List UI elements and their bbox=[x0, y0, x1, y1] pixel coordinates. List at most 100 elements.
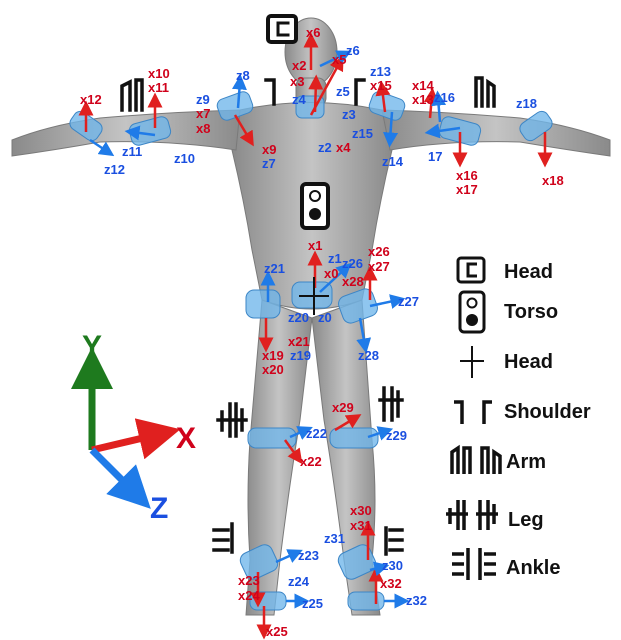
label-z15: z15 bbox=[352, 126, 373, 141]
legend-label-ankle: Ankle bbox=[506, 557, 560, 579]
label-z12: z12 bbox=[104, 162, 125, 177]
label-x23: x23 bbox=[238, 573, 260, 588]
legend-label-head: Head bbox=[504, 261, 553, 283]
label-z20: z20 bbox=[288, 310, 309, 325]
label-z31: z31 bbox=[324, 531, 345, 546]
label-z24: z24 bbox=[288, 574, 310, 589]
label-x22: x22 bbox=[300, 454, 322, 469]
label-x20: x20 bbox=[262, 362, 284, 377]
legend-item-head-cross: Head bbox=[460, 346, 553, 378]
label-x10: x10 bbox=[148, 66, 170, 81]
label-x8: x8 bbox=[196, 121, 210, 136]
joint-hip-left-cylinder bbox=[246, 290, 280, 318]
label-z2: z2 bbox=[318, 140, 332, 155]
world-x-axis-arrow bbox=[92, 434, 160, 450]
label-z22: z22 bbox=[306, 426, 327, 441]
label-x11: x11 bbox=[148, 80, 169, 95]
arm-icon-left bbox=[122, 80, 142, 110]
ankle-icon bbox=[452, 548, 496, 580]
label-z4: z4 bbox=[292, 92, 307, 107]
label-z27: z27 bbox=[398, 294, 419, 309]
label-x4: x4 bbox=[336, 140, 351, 155]
label-x31: x31 bbox=[350, 518, 372, 533]
head-box-icon bbox=[458, 258, 484, 282]
legend-label-torso: Torso bbox=[504, 301, 558, 323]
label-z7: z7 bbox=[262, 156, 276, 171]
label-z17: 17 bbox=[428, 149, 442, 164]
label-x29: x29 bbox=[332, 400, 354, 415]
label-z28: z28 bbox=[358, 348, 379, 363]
label-z8: z8 bbox=[236, 68, 250, 83]
label-z21: z21 bbox=[264, 261, 285, 276]
torso-circles-icon bbox=[460, 292, 484, 332]
world-z-label: Z bbox=[150, 492, 168, 525]
legend-item-arm: Arm bbox=[452, 448, 546, 474]
label-z1: z1 bbox=[328, 251, 342, 266]
leg-icon-right bbox=[380, 388, 402, 420]
joint-knee-right-cylinder bbox=[330, 428, 378, 448]
label-z6: z6 bbox=[346, 43, 360, 58]
label-x13: x13 bbox=[412, 92, 434, 107]
shoulder-icon bbox=[454, 402, 492, 424]
label-x19: x19 bbox=[262, 348, 284, 363]
label-z5: z5 bbox=[336, 84, 350, 99]
label-z11: z11 bbox=[122, 144, 142, 159]
label-x24: x24 bbox=[238, 588, 260, 603]
label-x0: x0 bbox=[324, 266, 338, 281]
leg-icon-left bbox=[218, 404, 246, 436]
world-x-label: X bbox=[176, 422, 196, 455]
leg-icon bbox=[446, 500, 498, 530]
legend-item-head: Head bbox=[458, 258, 553, 283]
x-arrow-chest bbox=[315, 82, 316, 112]
label-x26: x26 bbox=[368, 244, 390, 259]
label-z26: z26 bbox=[342, 256, 363, 271]
label-x25: x25 bbox=[266, 624, 288, 639]
label-x2: x2 bbox=[292, 58, 306, 73]
right-arm-shape bbox=[382, 110, 610, 156]
label-z29: z29 bbox=[386, 428, 407, 443]
label-x30: x30 bbox=[350, 503, 372, 518]
label-z19: z19 bbox=[290, 348, 311, 363]
shoulder-icon-right bbox=[356, 80, 364, 104]
label-z30: z30 bbox=[382, 558, 403, 573]
label-z23: z23 bbox=[298, 548, 319, 563]
cross-icon bbox=[460, 346, 484, 378]
label-x12: x12 bbox=[80, 92, 102, 107]
legend-label-leg: Leg bbox=[508, 509, 544, 531]
label-x14: x14 bbox=[412, 78, 434, 93]
head-box-icon bbox=[268, 16, 296, 42]
label-z32: z32 bbox=[406, 593, 427, 608]
label-x15: x15 bbox=[370, 78, 392, 93]
label-x6: x6 bbox=[306, 25, 320, 40]
label-z0: z0 bbox=[318, 310, 332, 325]
torso-circles-icon bbox=[302, 184, 328, 228]
ankle-icon-left bbox=[214, 524, 232, 552]
joint-foot-right-cylinder bbox=[348, 592, 384, 610]
shoulder-icon-left bbox=[266, 80, 274, 104]
ankle-icon-right bbox=[386, 528, 402, 554]
label-z3: z3 bbox=[342, 107, 356, 122]
label-x16: x16 bbox=[456, 168, 478, 183]
legend-item-shoulder: Shoulder bbox=[454, 401, 591, 424]
label-x7: x7 bbox=[196, 106, 210, 121]
label-x5: x5 bbox=[332, 52, 346, 67]
label-z14: z14 bbox=[382, 154, 404, 169]
legend-item-leg: Leg bbox=[446, 500, 544, 531]
legend: Head Torso Head Shoulder bbox=[446, 258, 591, 580]
label-x18: x18 bbox=[542, 173, 564, 188]
label-z25: z25 bbox=[302, 596, 323, 611]
world-z-axis-arrow bbox=[92, 450, 136, 494]
label-x27: x27 bbox=[368, 259, 390, 274]
world-axes: Y X Z bbox=[82, 330, 196, 525]
legend-label-head-cross: Head bbox=[504, 351, 553, 373]
label-x32: x32 bbox=[380, 576, 402, 591]
label-z9: z9 bbox=[196, 92, 210, 107]
world-y-label: Y bbox=[82, 330, 102, 363]
label-x28: x28 bbox=[342, 274, 364, 289]
label-z18: z18 bbox=[516, 96, 537, 111]
arm-icon bbox=[452, 448, 500, 474]
label-x21: x21 bbox=[288, 334, 310, 349]
label-x17: x17 bbox=[456, 182, 478, 197]
legend-label-shoulder: Shoulder bbox=[504, 401, 591, 423]
